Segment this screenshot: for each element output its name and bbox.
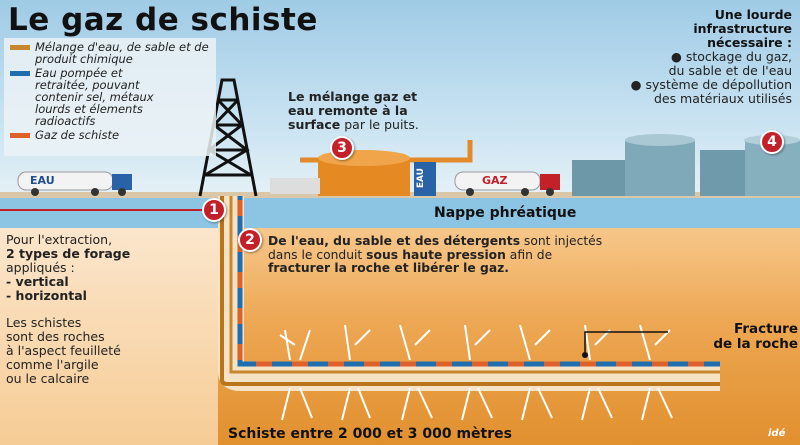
legend-item-mixture: Mélange d'eau, de sable et de produit ch… [8, 41, 212, 65]
depth-caption: Schiste entre 2 000 et 3 000 mètres [228, 426, 512, 442]
legend-swatch [10, 71, 30, 76]
legend-swatch [10, 133, 30, 138]
step-badge-1: 1 [202, 198, 226, 222]
storage-tanks-illustration [572, 134, 800, 196]
legend-item-gas: Gaz de schiste [8, 129, 212, 141]
separator-tank-illustration [270, 140, 473, 196]
fracture-pointer-line [584, 331, 668, 355]
step-badge-4: 4 [760, 130, 784, 154]
water-truck-label: EAU [30, 174, 55, 187]
rock-fractures-illustration [279, 324, 673, 421]
publisher-logo: idé [768, 428, 786, 439]
step-2-text: De l'eau, du sable et des détergents son… [268, 234, 603, 275]
water-table-label: Nappe phréatique [434, 205, 577, 221]
page-title: Le gaz de schiste [8, 2, 318, 38]
water-table-band [0, 198, 800, 228]
legend-item-water: Eau pompée et retraitée, pouvant conteni… [8, 67, 158, 127]
water-truck-illustration [17, 171, 132, 196]
legend-swatch [10, 45, 30, 50]
legend: Mélange d'eau, de sable et de produit ch… [4, 38, 216, 156]
well-pipe-illustration [218, 196, 720, 391]
water-tank-label: EAU [416, 168, 426, 189]
infrastructure-note: Une lourde infrastructure nécessaire : ●… [630, 7, 792, 106]
step-badge-3: 3 [330, 136, 354, 160]
gas-truck-label: GAZ [482, 174, 508, 187]
step-badge-2: 2 [238, 228, 262, 252]
gas-truck-illustration [454, 171, 560, 196]
left-info-panel [0, 228, 218, 445]
